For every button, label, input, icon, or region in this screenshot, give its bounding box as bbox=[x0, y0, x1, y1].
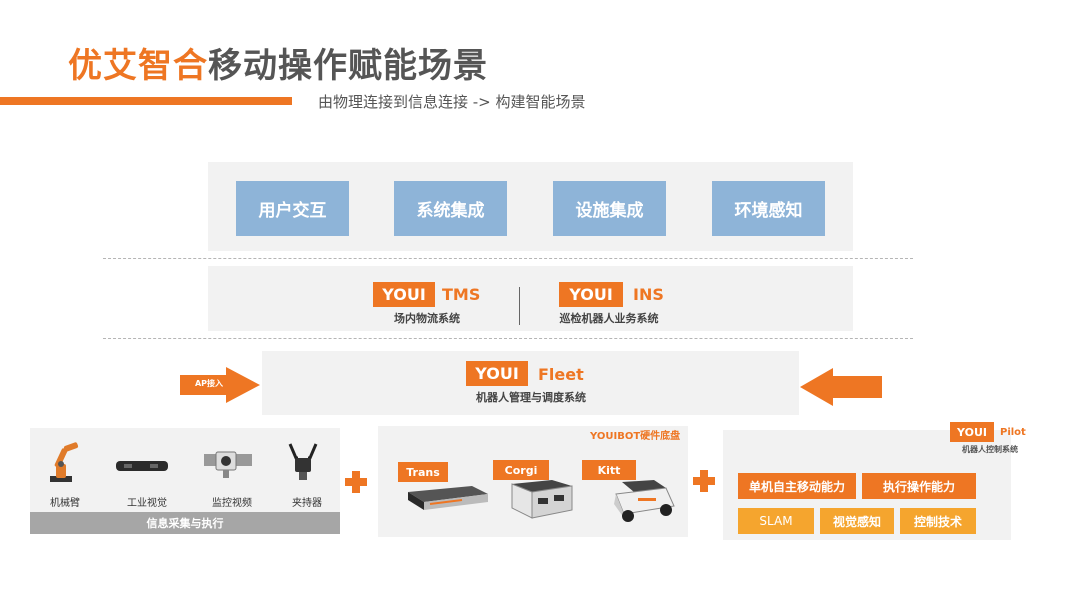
kitt-robot-icon bbox=[614, 480, 675, 522]
tms-brand-tag: YOUI bbox=[373, 282, 435, 307]
chassis-title: YOUIBOT硬件底盘 bbox=[590, 431, 681, 442]
environment-sensing-box: 环境感知 bbox=[712, 181, 825, 236]
pilot-name: Pilot bbox=[1000, 427, 1026, 438]
tms-name: TMS bbox=[442, 285, 481, 304]
kitt-tag: Kitt bbox=[582, 460, 636, 480]
gripper-label: 夹持器 bbox=[292, 498, 322, 509]
pilot-brand-tag: YOUI bbox=[950, 422, 994, 442]
subtitle: 由物理连接到信息连接 -> 构建智能场景 bbox=[318, 93, 586, 111]
surveillance-video-label: 监控视频 bbox=[212, 498, 252, 509]
tms-desc: 场内物流系统 bbox=[394, 312, 460, 325]
ins-brand-tag: YOUI bbox=[559, 282, 623, 307]
industrial-camera-icon bbox=[116, 461, 168, 471]
robot-arm-label: 机械臂 bbox=[50, 498, 80, 509]
left-arrow-icon bbox=[800, 368, 882, 406]
fleet-panel bbox=[262, 351, 799, 415]
plus-icon bbox=[693, 470, 715, 492]
robot-arm-icon bbox=[50, 442, 79, 482]
title-underline-bar bbox=[0, 97, 292, 105]
middle-layer-panel bbox=[208, 266, 853, 331]
pilot-desc: 机器人控制系统 bbox=[962, 445, 1018, 454]
title-highlight: 优艾智合 bbox=[68, 46, 208, 86]
corgi-tag: Corgi bbox=[493, 460, 549, 480]
page-title: 优艾智合移动操作赋能场景 bbox=[68, 44, 488, 88]
system-integration-box: 系统集成 bbox=[394, 181, 507, 236]
visual-perception-box: 视觉感知 bbox=[820, 508, 894, 534]
title-rest: 移动操作赋能场景 bbox=[208, 46, 488, 86]
info-collection-footer: 信息采集与执行 bbox=[30, 512, 340, 534]
corgi-robot-icon bbox=[511, 480, 573, 519]
slam-box: SLAM bbox=[738, 508, 814, 534]
control-tech-box: 控制技术 bbox=[900, 508, 976, 534]
plus-icon bbox=[345, 471, 367, 493]
ins-desc: 巡检机器人业务系统 bbox=[559, 312, 659, 325]
industrial-vision-label: 工业视觉 bbox=[127, 498, 167, 509]
dashed-divider bbox=[103, 258, 913, 259]
gripper-icon bbox=[288, 443, 318, 480]
vertical-divider bbox=[519, 287, 520, 325]
ap-arrow-icon bbox=[180, 367, 260, 403]
dashed-divider bbox=[103, 338, 913, 339]
facility-integration-box: 设施集成 bbox=[553, 181, 666, 236]
surveillance-camera-icon bbox=[204, 451, 252, 478]
ap-access-label: AP接入 bbox=[194, 379, 224, 388]
fleet-brand-tag: YOUI bbox=[466, 361, 528, 386]
fleet-name: Fleet bbox=[538, 365, 584, 384]
execution-capability-box: 执行操作能力 bbox=[862, 473, 976, 499]
ins-name: INS bbox=[633, 285, 664, 304]
trans-tag: Trans bbox=[398, 462, 448, 482]
autonomous-mobility-box: 单机自主移动能力 bbox=[738, 473, 856, 499]
fleet-desc: 机器人管理与调度系统 bbox=[476, 391, 586, 404]
user-interaction-box: 用户交互 bbox=[236, 181, 349, 236]
trans-robot-icon bbox=[408, 486, 488, 510]
